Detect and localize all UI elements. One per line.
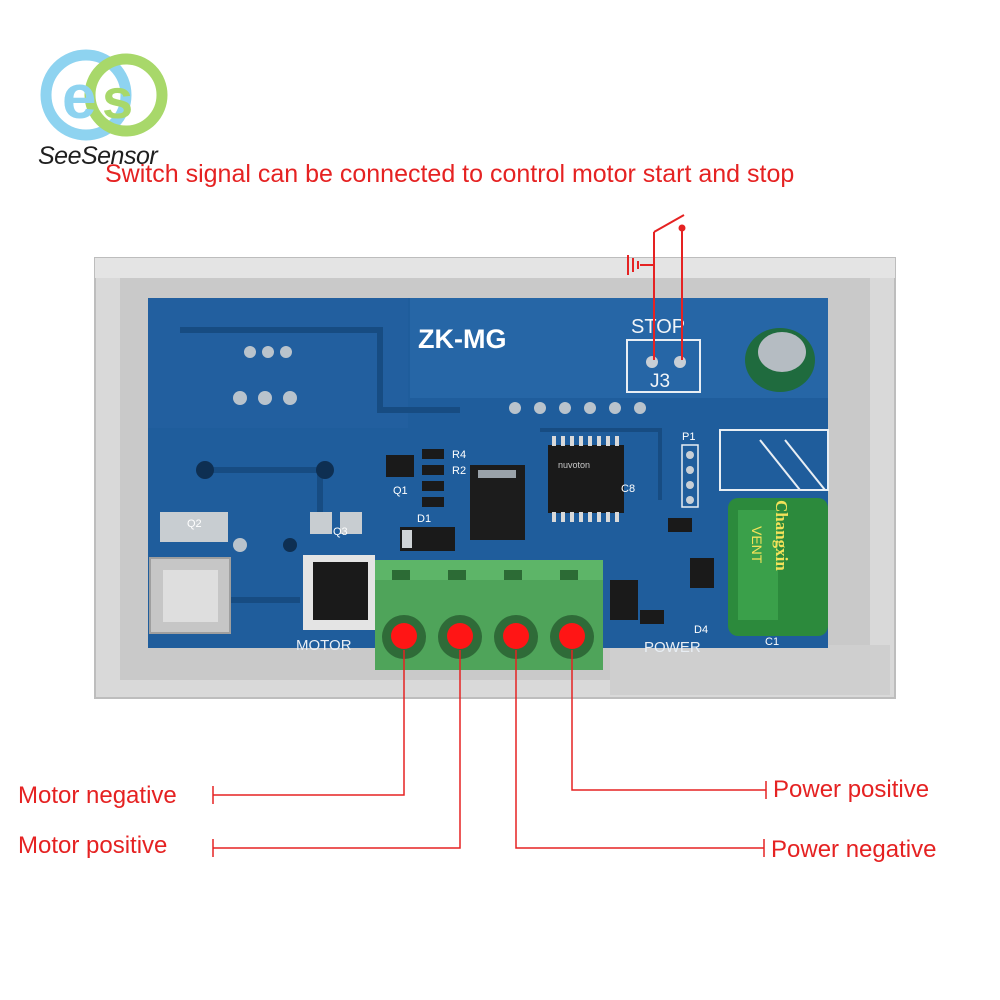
terminal-power-positive-dot [559, 623, 585, 649]
ref-c1: C1 [765, 636, 779, 648]
ref-q2: Q2 [187, 518, 202, 530]
brand-name: SeeSensor [38, 142, 158, 170]
capacitor-vent-label: VENT [749, 526, 765, 564]
terminal-block [375, 560, 603, 670]
terminal-power-negative-dot [503, 623, 529, 649]
switch-symbol [627, 214, 686, 360]
jumper-label: J3 [650, 371, 670, 392]
ref-q1: Q1 [393, 485, 408, 497]
ref-r2: R2 [452, 465, 466, 477]
power-silk-label: POWER [644, 639, 701, 656]
label-motor-negative: Motor negative [18, 782, 177, 809]
ref-d1: D1 [417, 513, 431, 525]
components [149, 328, 828, 636]
terminal-motor-positive-dot [447, 623, 473, 649]
svg-text:e: e [62, 63, 96, 132]
pcb-board [148, 298, 829, 648]
stop-label: STOP [631, 316, 685, 338]
label-motor-positive: Motor positive [18, 832, 168, 859]
terminal-motor-negative-dot [391, 623, 417, 649]
chip-brand-label: nuvoton [558, 460, 590, 470]
ref-r4: R4 [452, 449, 466, 461]
motor-silk-label: MOTOR [296, 637, 352, 654]
headline: Switch signal can be connected to contro… [105, 160, 795, 188]
seesensor-logo: e s [40, 49, 168, 141]
pcb-silkscreen: ZK-MG STOP J3 MOTOR POWER nuvoton Changx… [187, 316, 791, 656]
leader-lines [212, 650, 767, 857]
ref-c8: C8 [621, 483, 635, 495]
ref-d4: D4 [694, 624, 708, 636]
label-power-positive: Power positive [773, 776, 930, 803]
ref-q3: Q3 [333, 526, 348, 538]
model-label: ZK-MG [418, 324, 506, 354]
ref-p1: P1 [682, 431, 695, 443]
svg-text:s: s [102, 67, 133, 130]
capacitor-brand-label: Changxin [772, 500, 791, 571]
label-power-negative: Power negative [771, 836, 937, 863]
